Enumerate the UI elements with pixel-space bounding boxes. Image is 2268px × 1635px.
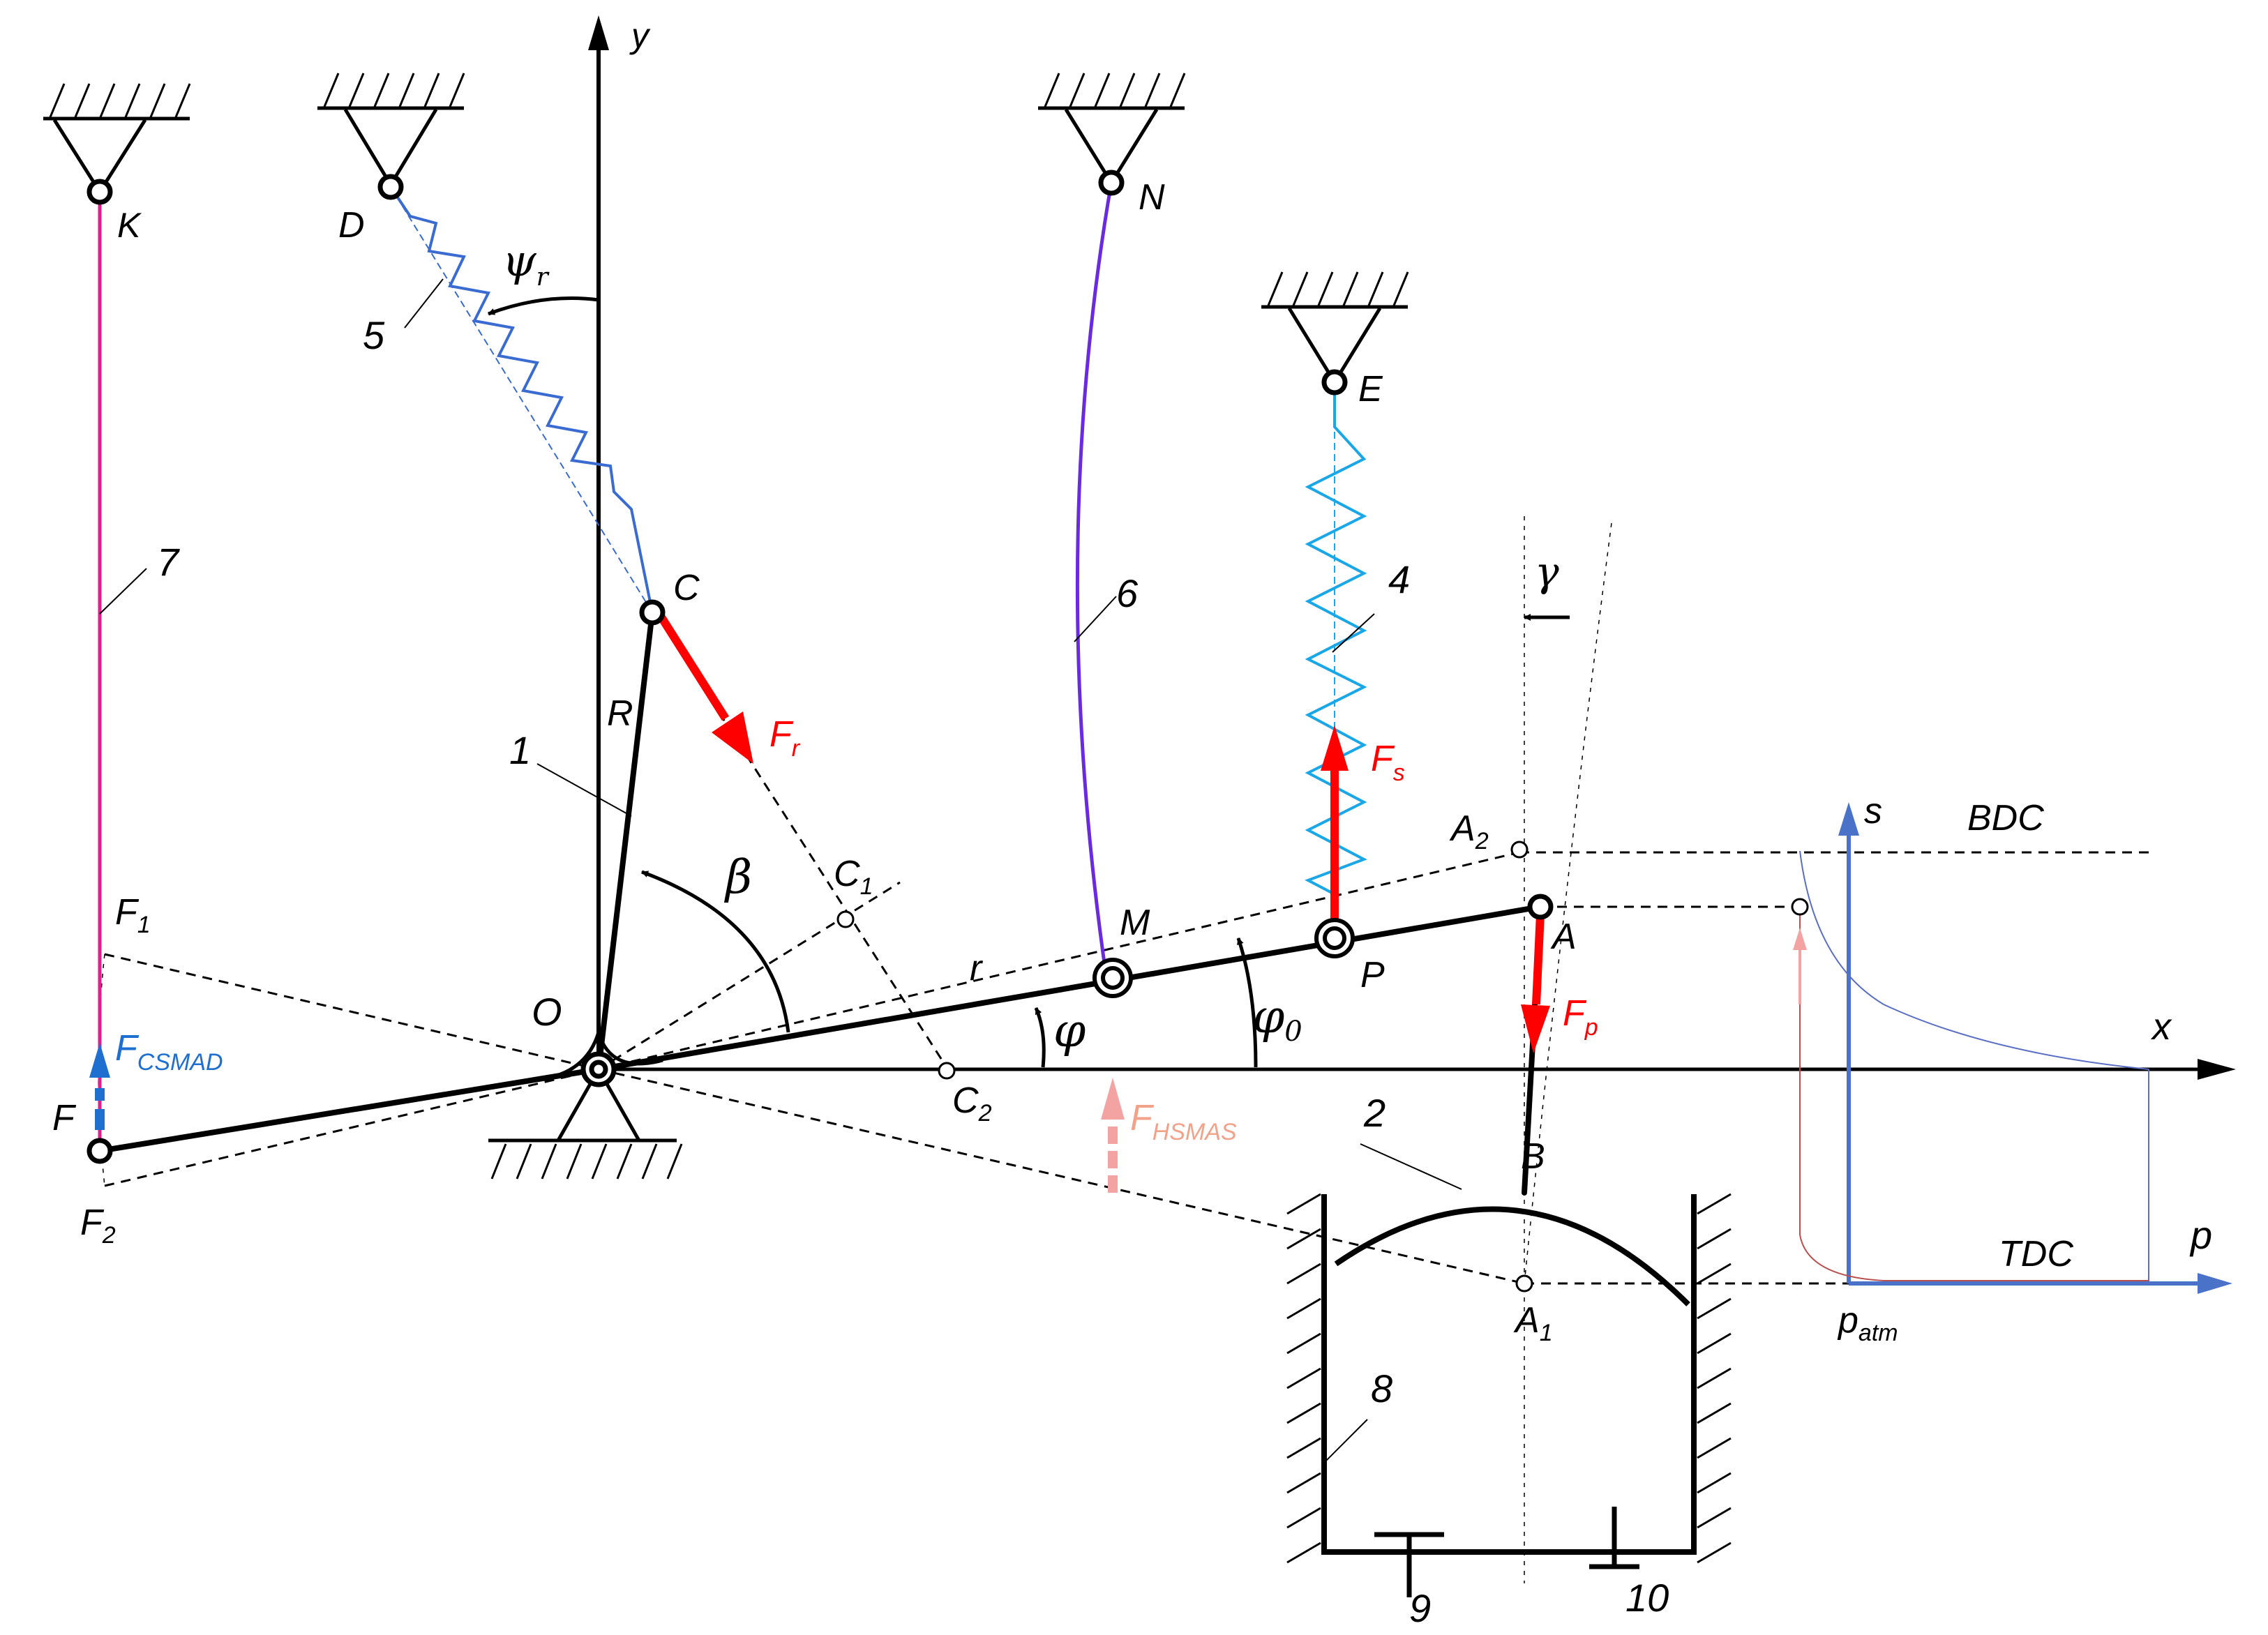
label-C: C xyxy=(673,568,700,608)
label-psi: ψr xyxy=(502,235,550,292)
label-part-7: 7 xyxy=(157,540,180,584)
label-part-8: 8 xyxy=(1371,1366,1392,1410)
label-part-1: 1 xyxy=(509,728,531,772)
support-N xyxy=(1038,73,1186,186)
force-Fcsmad-arrow xyxy=(89,1043,110,1130)
force-Fp-arrow xyxy=(1521,913,1550,1053)
label-C2: C2 xyxy=(952,1080,992,1127)
label-Fcsmad: FCSMAD xyxy=(115,1028,223,1076)
x-axis xyxy=(599,1059,2236,1080)
cylinder-8 xyxy=(1286,1193,1732,1564)
label-K: K xyxy=(117,206,142,245)
label-part-4: 4 xyxy=(1388,557,1410,601)
label-Fr: Fr xyxy=(769,714,801,762)
label-part-5: 5 xyxy=(363,313,385,357)
label-part-9: 9 xyxy=(1409,1586,1431,1630)
guide-lines xyxy=(98,516,1612,1583)
ps-plot xyxy=(1799,802,2232,1294)
valve-10 xyxy=(1589,1507,1639,1569)
label-part-10: 10 xyxy=(1625,1576,1669,1620)
support-O xyxy=(488,1065,683,1180)
spring-5 xyxy=(389,186,654,613)
label-F1: F1 xyxy=(115,892,151,938)
angle-arcs xyxy=(488,296,1570,1068)
label-C1: C1 xyxy=(834,854,873,900)
label-N: N xyxy=(1139,177,1165,218)
label-x: x xyxy=(2150,1006,2172,1048)
label-D: D xyxy=(338,205,365,246)
label-y: y xyxy=(629,16,651,55)
support-K xyxy=(43,83,191,195)
label-s-axis: s xyxy=(1864,791,1882,831)
pink-marker-arrow xyxy=(1793,928,1807,1004)
label-phi: φ xyxy=(1053,1004,1086,1057)
wire-6 xyxy=(1075,182,1113,974)
support-E xyxy=(1261,271,1409,386)
force-Fr-arrow xyxy=(655,611,753,764)
label-Fhsmas: FHSMAS xyxy=(1130,1098,1237,1145)
joint-O-fillet xyxy=(536,1026,663,1082)
slider-M xyxy=(1092,958,1133,998)
label-beta: β xyxy=(723,850,752,904)
leader-lines xyxy=(99,278,1462,1462)
label-p-axis: p xyxy=(2189,1213,2212,1257)
label-E: E xyxy=(1358,369,1383,409)
label-TDC: TDC xyxy=(1999,1234,2073,1274)
label-B: B xyxy=(1521,1136,1545,1177)
spring-4 xyxy=(1305,387,1367,935)
slider-P xyxy=(1314,918,1355,958)
label-gamma: γ xyxy=(1535,548,1559,596)
label-part-6: 6 xyxy=(1116,571,1139,615)
force-Fhsmas-arrow xyxy=(1101,1078,1125,1193)
label-A: A xyxy=(1550,917,1577,957)
label-BDC: BDC xyxy=(1967,798,2044,838)
joints xyxy=(87,169,1554,1164)
label-R: R xyxy=(607,693,633,734)
valve-9 xyxy=(1374,1532,1444,1597)
label-Fs: Fs xyxy=(1371,739,1405,786)
expansion-curve xyxy=(1799,850,2149,1070)
force-Fs-arrow xyxy=(1321,725,1349,928)
small-points xyxy=(836,841,1809,1293)
y-axis xyxy=(588,15,609,1074)
construction-lines xyxy=(104,613,2149,1285)
label-r: r xyxy=(970,948,984,988)
label-F: F xyxy=(52,1098,77,1138)
label-A2: A2 xyxy=(1449,808,1489,854)
label-M: M xyxy=(1120,903,1150,943)
label-P: P xyxy=(1360,955,1385,995)
return-curve xyxy=(1799,907,2149,1281)
labels: y x O K D N E C R r M P A B F C1 C2 F1 F… xyxy=(52,16,2212,1630)
label-patm: patm xyxy=(1837,1300,1898,1346)
label-A1: A1 xyxy=(1513,1300,1553,1346)
label-F2: F2 xyxy=(80,1203,116,1249)
label-phi0: φ0 xyxy=(1252,990,1302,1048)
lever-arms xyxy=(97,610,1543,1196)
label-part-2: 2 xyxy=(1363,1091,1385,1135)
label-Fp: Fp xyxy=(1563,993,1598,1041)
label-O: O xyxy=(532,990,562,1034)
support-D xyxy=(317,73,465,188)
